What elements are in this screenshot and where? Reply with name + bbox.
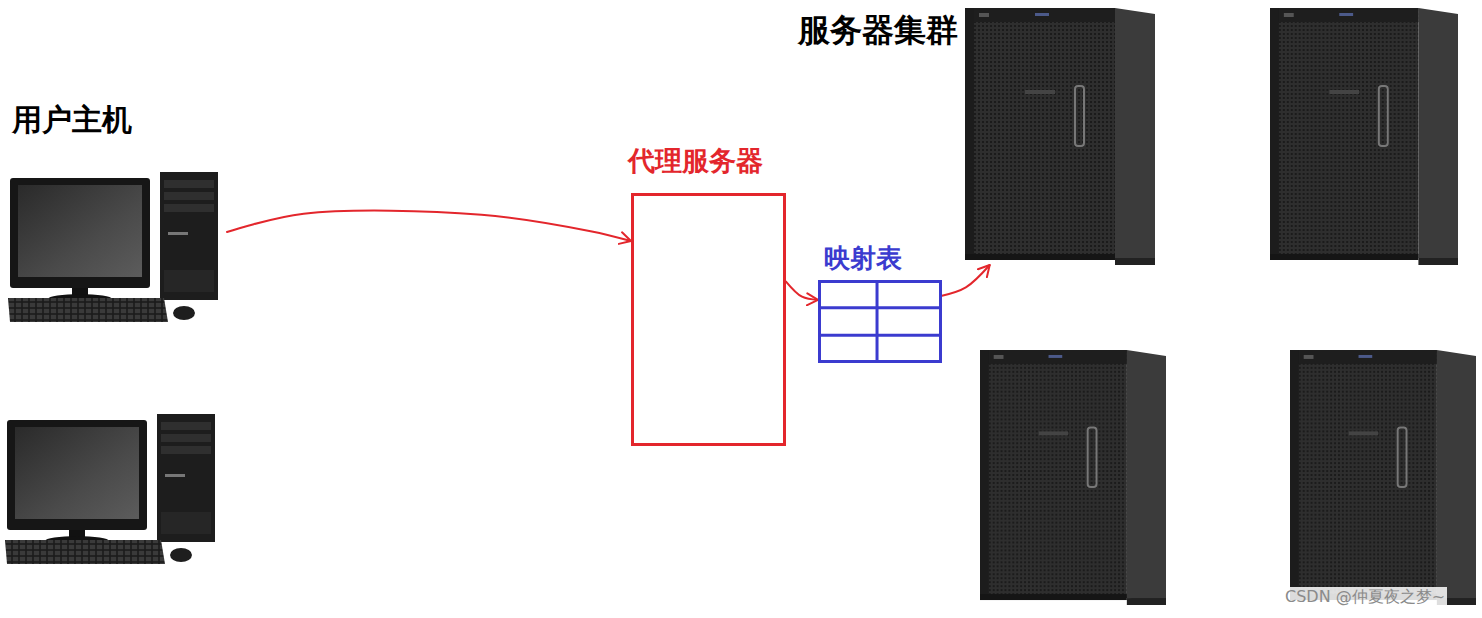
server-cluster-group: 服务器集群 bbox=[796, 6, 1476, 610]
server-tower bbox=[1270, 8, 1458, 265]
table-title: 映射表 bbox=[824, 243, 902, 274]
flow-arrow bbox=[942, 265, 990, 296]
flow-arrow bbox=[786, 282, 818, 300]
server-tower bbox=[965, 8, 1155, 265]
connector-anchor bbox=[8, 170, 227, 325]
group-title: 用户主机 bbox=[12, 102, 132, 138]
user-hosts-group: 用户主机 bbox=[5, 100, 225, 570]
server-outline bbox=[631, 193, 786, 446]
box-title: 代理服务器 bbox=[628, 145, 763, 177]
group-title: 服务器集群 bbox=[798, 11, 958, 49]
table-grid-lines bbox=[818, 280, 942, 363]
server-tower bbox=[980, 350, 1166, 605]
mapping-table: 映射表 bbox=[818, 243, 944, 365]
table-grid bbox=[818, 280, 942, 363]
server-tower bbox=[1290, 350, 1476, 605]
user-computer bbox=[8, 172, 218, 322]
watermark: CSDN @仲夏夜之梦~ bbox=[1283, 587, 1447, 606]
user-computer bbox=[5, 414, 215, 564]
flow-arrow bbox=[227, 211, 631, 241]
connector-anchor bbox=[965, 8, 1155, 265]
proxy-server-box: 代理服务器 bbox=[628, 145, 790, 448]
